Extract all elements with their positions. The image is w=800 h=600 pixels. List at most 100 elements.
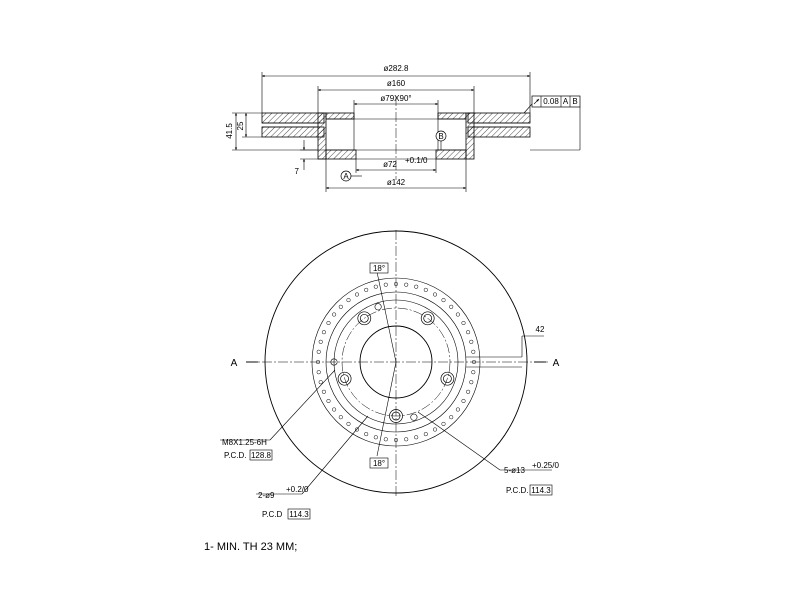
thread-spec: M8X1.25-6H: [222, 438, 267, 447]
dim-bore-chamfer: ø79X90°: [380, 94, 411, 103]
vent-hole: [423, 432, 428, 437]
vent-hole: [373, 435, 378, 440]
dim-hat-depth: 7: [295, 167, 300, 176]
vent-hole: [364, 432, 369, 437]
flatness-ref-a: A: [563, 97, 569, 106]
vent-hole: [441, 421, 446, 426]
pin-hole: [330, 358, 338, 366]
vent-hole: [354, 292, 360, 297]
vent-hole: [354, 427, 360, 432]
vent-hole: [318, 380, 323, 385]
bolt-holes-tol: +0.25/0: [532, 461, 559, 470]
hole-pattern: [330, 303, 455, 423]
dim-center-bore-tol: +0.1/0: [405, 156, 428, 165]
flatness-ref-b: B: [572, 97, 577, 106]
vent-hole: [455, 312, 460, 317]
flatness-value: 0.08: [543, 97, 559, 106]
vent-hole: [466, 389, 471, 394]
bolt-pcd-label: P.C.D.: [506, 486, 529, 495]
vent-hole: [364, 287, 369, 292]
thread-pcd-value: 128.8: [251, 451, 272, 460]
min-thickness-note: 1- MIN. TH 23 MM;: [204, 541, 297, 553]
dim-outer-diameter: ø282.8: [384, 64, 409, 73]
dim-hat-diameter: ø160: [387, 79, 406, 88]
pin-hole: [410, 413, 418, 421]
bolt-hole: [423, 313, 433, 323]
vent-hole: [321, 330, 326, 335]
vent-hole: [414, 284, 419, 289]
flatness-frame: 0.08 A B: [523, 95, 581, 151]
pin-pcd-label: P.C.D: [262, 510, 283, 519]
vent-hole: [471, 370, 476, 375]
pin-holes-tol: +0.2/0: [286, 485, 309, 494]
datum-b-label: B: [438, 132, 443, 141]
bolt-hole: [340, 374, 349, 384]
datum-a-label: A: [343, 172, 349, 181]
vent-hole: [432, 292, 438, 297]
dim-thickness: 25: [236, 121, 245, 130]
bolt-holes: 5-ø13: [504, 466, 525, 475]
bolt-hole: [443, 374, 452, 384]
dim-center-bore: ø72: [383, 160, 397, 169]
vent-hole: [332, 312, 337, 317]
vent-hole: [383, 437, 388, 442]
bolt-hole: [337, 371, 352, 386]
vent-hole: [471, 359, 477, 365]
hat-inner-circle: [333, 299, 459, 425]
disc-outer-edge: [264, 230, 528, 494]
vent-hole: [315, 359, 321, 365]
vent-hole-ring: [315, 281, 477, 443]
vent-hole: [383, 282, 388, 287]
vent-hole: [449, 304, 454, 309]
dim-hub-diameter: ø142: [387, 178, 406, 187]
vent-hole: [326, 398, 331, 404]
vent-hole: [423, 287, 428, 292]
angle-top: 18°: [373, 264, 385, 273]
vent-hole: [338, 415, 343, 420]
vent-hole: [432, 427, 438, 432]
vent-hole: [321, 389, 326, 394]
vent-hole: [404, 437, 409, 442]
runout-icon: [533, 98, 540, 105]
vent-hole: [471, 349, 476, 354]
vent-hole: [326, 320, 331, 326]
bolt-hole: [420, 311, 435, 326]
friction-ring-inner-edge: [311, 277, 481, 447]
vent-hole: [332, 407, 337, 412]
vent-hole: [469, 380, 474, 385]
vent-hole: [441, 298, 446, 303]
bolt-hole: [359, 313, 369, 323]
vent-hole: [466, 330, 471, 335]
vent-hole: [316, 349, 321, 354]
bolt-pcd-value: 114.3: [531, 486, 551, 495]
angle-bottom: 18°: [373, 459, 385, 468]
pin-holes: 2-ø9: [258, 491, 275, 500]
vent-hole: [316, 370, 321, 375]
vent-hole: [461, 398, 466, 404]
vent-hole: [373, 284, 378, 289]
vent-hole: [346, 298, 351, 303]
center-bore: [359, 325, 433, 399]
bolt-hole: [357, 311, 372, 326]
vent-hole: [455, 407, 460, 412]
section-view: ø282.8 ø160 ø79X90° 0.08 A B 41.5: [225, 64, 581, 192]
bolt-hole: [440, 371, 455, 386]
bolt-pcd-circle: [341, 307, 451, 417]
section-mark-right: A: [553, 358, 560, 369]
vent-hole: [393, 437, 399, 443]
bolt-hole: [391, 411, 401, 421]
vent-hole: [318, 339, 323, 344]
thread-pcd-label: P.C.D.: [224, 451, 247, 460]
bolt-hole: [389, 409, 403, 423]
dim-total-height: 41.5: [225, 123, 234, 139]
vent-hole: [404, 282, 409, 287]
vent-hole: [461, 320, 466, 326]
pin-pcd-value: 114.3: [289, 510, 309, 519]
dim-vent-width: 42: [536, 325, 545, 334]
vent-hole: [414, 435, 419, 440]
vent-hole: [449, 415, 454, 420]
vent-hole: [393, 281, 399, 287]
hat-outer-circle: [325, 291, 467, 433]
plan-view: 42 A A 18° 18° M8X1.25-6H P.C.D. 128.8 2…: [220, 230, 560, 520]
